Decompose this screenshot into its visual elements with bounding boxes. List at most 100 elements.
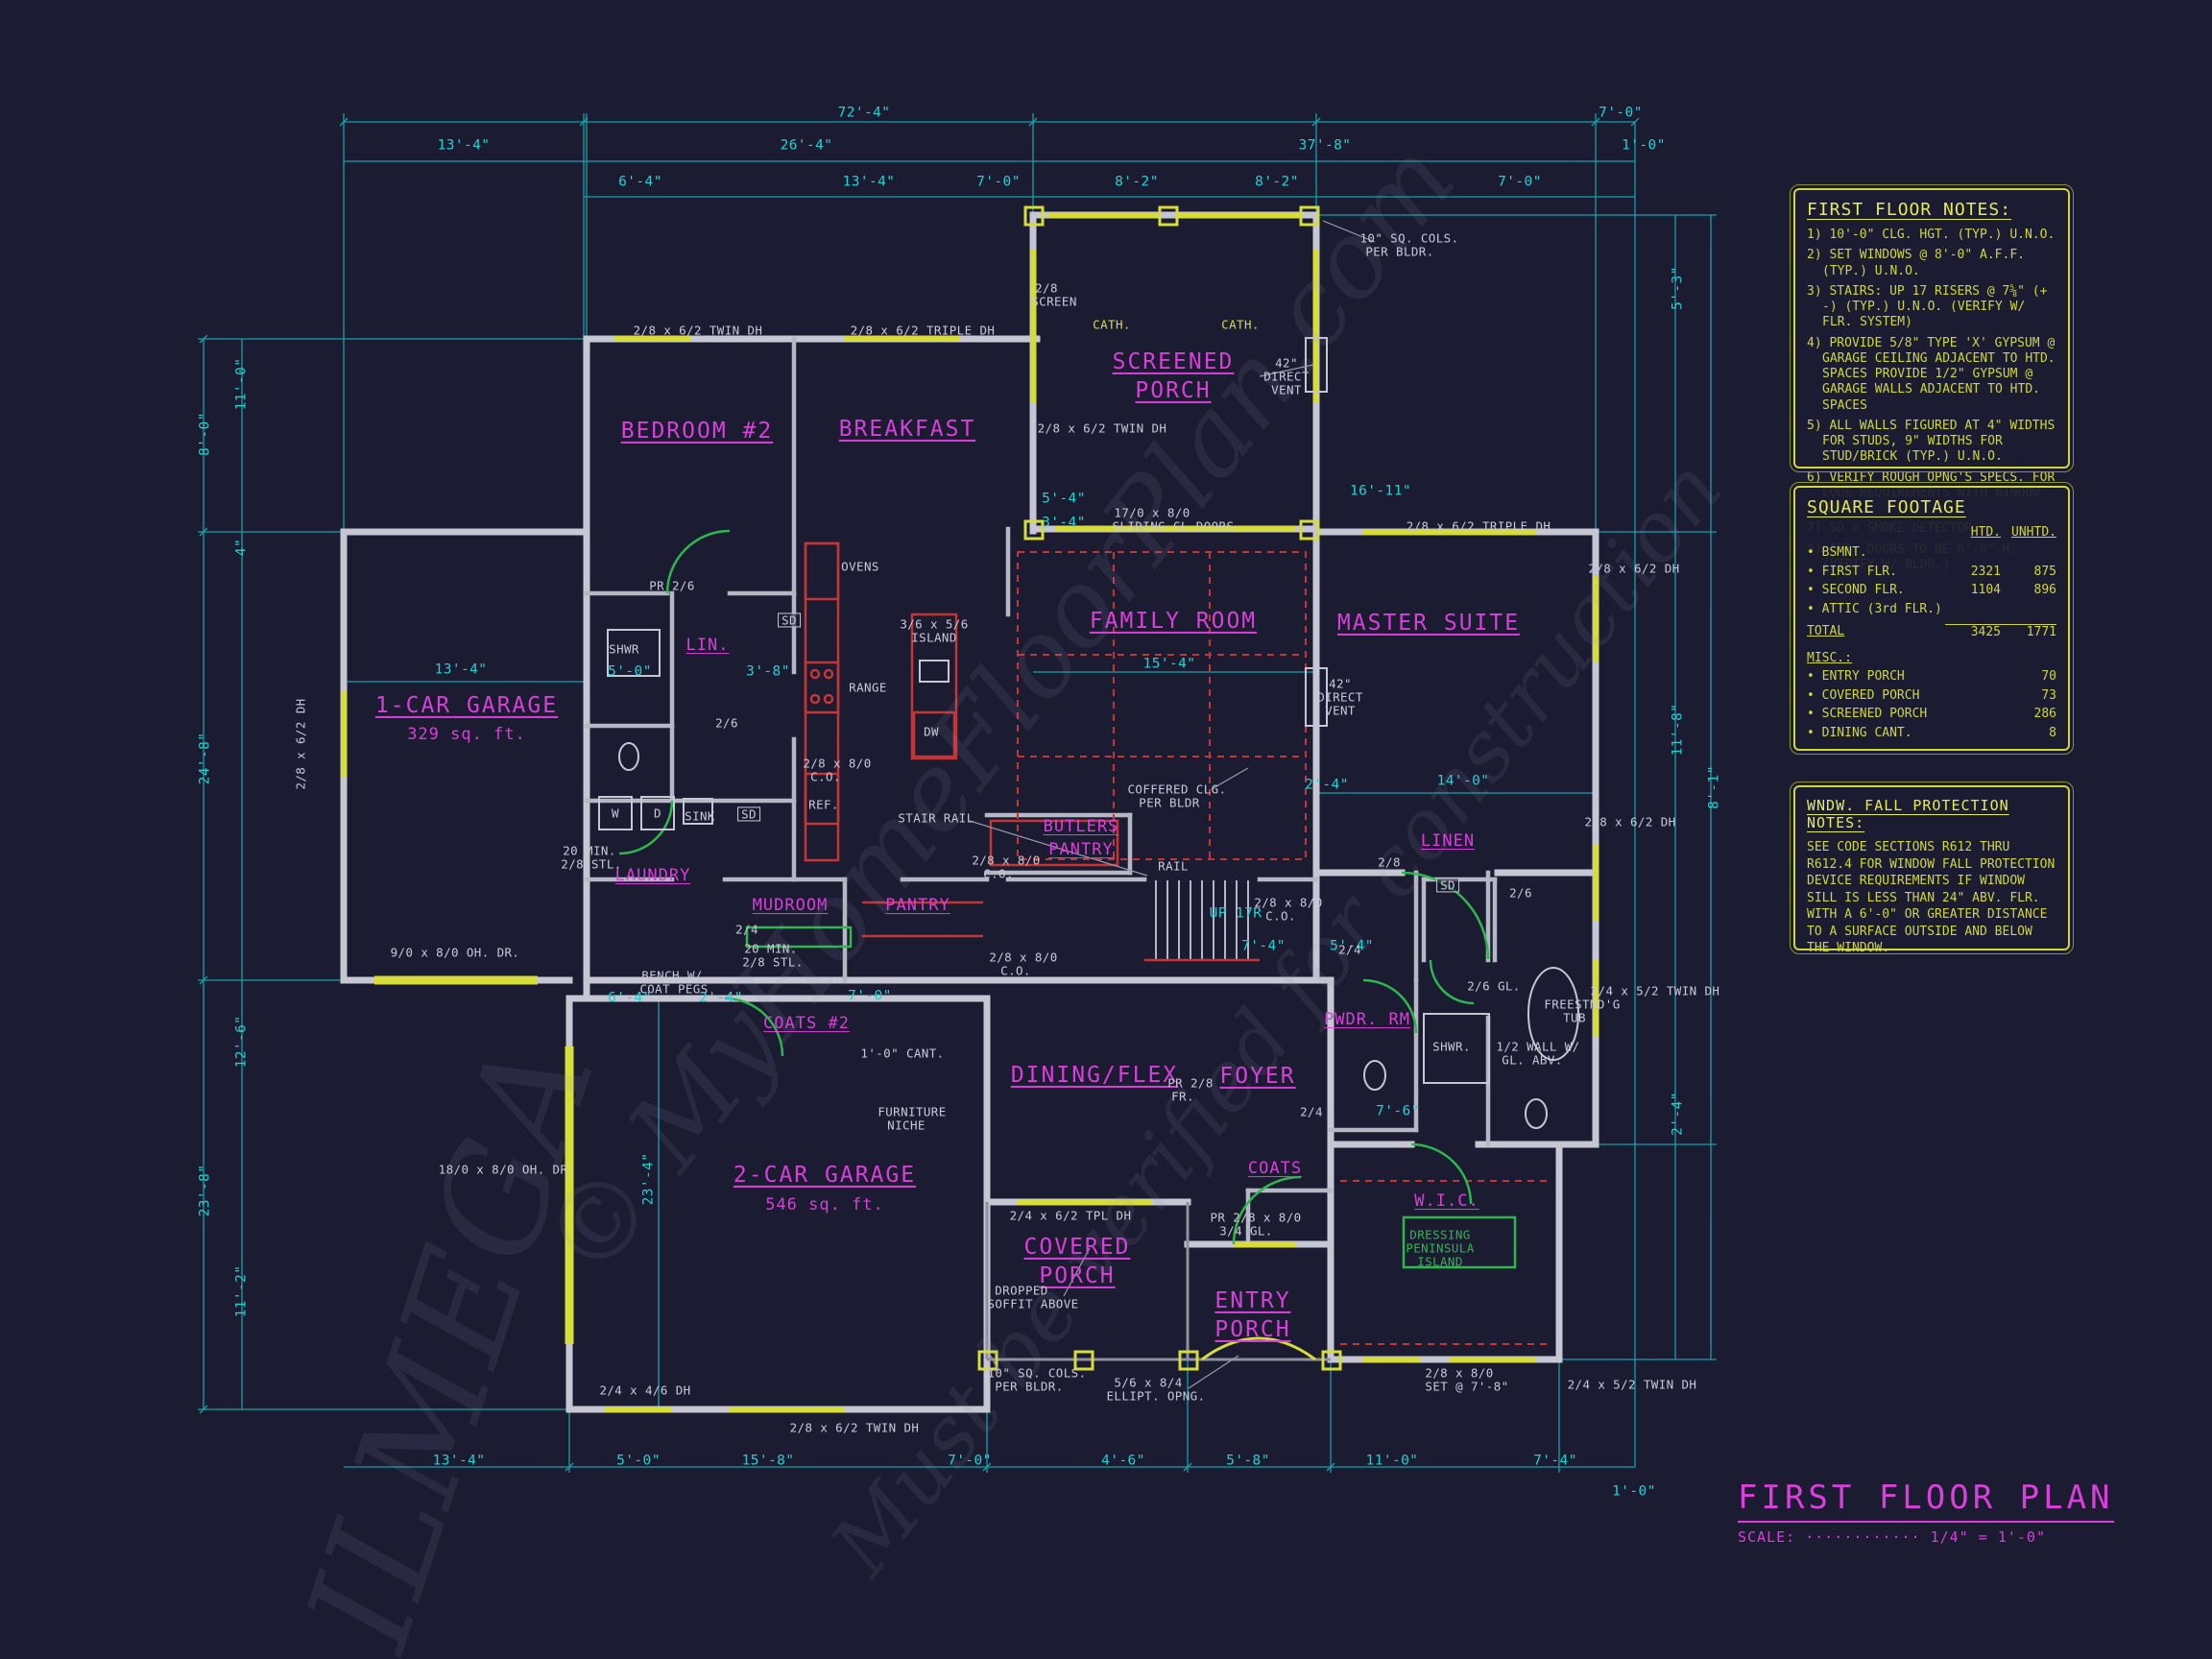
annotation-text: VENT (1271, 382, 1302, 397)
dimension-text: 11'-0" (233, 357, 250, 411)
square-footage-rows: BSMNT.FIRST FLR.2321875SECOND FLR.110489… (1807, 543, 2056, 618)
misc-row: DINING CANT.8 (1807, 724, 2056, 743)
dimension-text: 5'-0" (616, 1453, 661, 1469)
dimension-text: 5'-4" (1330, 938, 1374, 954)
note-item: 5) ALL WALLS FIGURED AT 4" WIDTHS FOR ST… (1807, 418, 2056, 465)
annotation-text: 2/8 (1378, 854, 1401, 870)
room-label: ENTRY (1214, 1287, 1291, 1313)
total-htd: 3425 (1945, 624, 2001, 639)
annotation-text: 2/8 x 6/2 DH (1588, 561, 1680, 576)
annotation-text: OVENS (841, 559, 879, 574)
annotation-text: C.O. (983, 866, 1014, 881)
annotation-green: PENINSULA (1406, 1240, 1475, 1256)
dimension-text: 13'-4" (842, 174, 896, 190)
sf-row-htd (1945, 543, 2001, 563)
annotation-text: 18/0 x 8/0 OH. DR. (438, 1162, 576, 1177)
dimension-text: 2'-4" (1670, 1092, 1686, 1136)
annotation-text: 10" SQ. COLS. (987, 1365, 1087, 1381)
annotation-text: 2/4 (1300, 1104, 1323, 1119)
room-label: PANTRY (1048, 840, 1114, 860)
room-label: FOYER (1219, 1063, 1296, 1089)
annotation-text: 20 MIN. (563, 843, 616, 858)
misc-row-label: ENTRY PORCH (1807, 667, 2001, 686)
annotation-text: SET @ 7'-8" (1425, 1379, 1509, 1394)
annotation-yellow: CATH. (1093, 317, 1131, 332)
annotation-text: 5/6 x 8/4 (1114, 1375, 1183, 1390)
dimension-text: 2'-4" (699, 990, 743, 1006)
annotation-text: 2/8 x 8/0 (803, 756, 872, 771)
room-label: DINING/FLEX (1010, 1062, 1179, 1088)
annotation-text: 17/0 x 8/0 (1114, 505, 1190, 520)
annotation-text: 2/8 (1035, 280, 1058, 296)
sf-row-label: FIRST FLR. (1807, 563, 1945, 582)
misc-row-label: SCREENED PORCH (1807, 705, 2001, 724)
misc-row-value: 286 (2033, 707, 2056, 721)
total-label: TOTAL (1807, 624, 1845, 638)
square-footage-title: SQUARE FOOTAGE (1807, 497, 1966, 517)
annotation-text: VENT (1325, 703, 1356, 718)
dimension-text: 24'-8" (197, 732, 213, 785)
annotation-text: FR. (1171, 1089, 1194, 1104)
dimension-text: 13'-4" (432, 1453, 486, 1469)
dimension-text: 13'-4" (434, 661, 488, 678)
dimension-text: 11'-2" (233, 1264, 250, 1318)
annotation-text: 2/8 x 8/0 (989, 950, 1058, 965)
room-label: PANTRY (885, 896, 950, 916)
annotation-text: PR 2/8 x 8/0 (1210, 1210, 1302, 1225)
annotation-text: STAIR RAIL (898, 810, 974, 826)
title-block: FIRST FLOOR PLAN SCALE: ············ 1/4… (1738, 1479, 2114, 1546)
annotation-text: 2/8 STL. (742, 954, 804, 970)
dimension-text: 8'-1" (1706, 765, 1722, 809)
sf-row-unhtd (2001, 600, 2056, 619)
dimension-text: 37'-8" (1298, 137, 1352, 154)
room-label: 546 sq. ft. (765, 1195, 884, 1215)
dimension-text: 11'-0" (1365, 1453, 1419, 1469)
annotation-text: SLIDING GL.DOORS (1112, 518, 1235, 534)
dimension-text: 26'-4" (780, 137, 833, 154)
dimension-text: 3'-8" (746, 663, 790, 680)
note-item: 1) 10'-0" CLG. HGT. (TYP.) U.N.O. (1807, 228, 2056, 242)
room-label: 1-CAR GARAGE (374, 692, 559, 718)
annotation-text: 3/4 GL. (1219, 1223, 1273, 1238)
misc-title: MISC.: (1807, 651, 1852, 665)
room-label: 329 sq. ft. (407, 725, 526, 745)
annotation-text: DW (924, 724, 939, 739)
annotation-text: 2/4 x 6/2 TPL DH (1009, 1208, 1132, 1223)
dimension-text: 7'-0" (1599, 105, 1643, 121)
dimension-text: 1'-0" (1612, 1483, 1656, 1500)
note-item: 3) STAIRS: UP 17 RISERS @ 7⅝" (+ -) (TYP… (1807, 283, 2048, 330)
dimension-text: UP 17R (1209, 905, 1262, 922)
leader-lines-layer (969, 220, 1376, 1389)
room-label: LIN. (685, 636, 730, 656)
dimension-text: 7'-6" (1376, 1103, 1420, 1119)
plumbing-fixtures-layer (598, 337, 1579, 1129)
annotation-text: 2/8 x 6/2 DH (293, 698, 308, 790)
annotation-text: DIRECT (1317, 689, 1363, 705)
room-label: COVERED (1023, 1234, 1131, 1260)
sf-row-label: BSMNT. (1807, 543, 1945, 563)
dimension-text: 23'-8" (197, 1164, 213, 1217)
dimension-text: 5'-3" (1670, 266, 1686, 310)
room-label: MUDROOM (752, 896, 829, 916)
dimension-text: 12'-6" (233, 1015, 250, 1069)
room-label: PWDR. RM (1324, 1010, 1410, 1030)
first-floor-notes-box: FIRST FLOOR NOTES: 1) 10'-0" CLG. HGT. (… (1790, 184, 2074, 572)
annotation-text: SOFFIT ABOVE (987, 1296, 1079, 1311)
dimension-text: 6'-4" (608, 990, 652, 1006)
annotation-text: FREESTND'G (1544, 997, 1621, 1012)
dimension-text: 7'-0" (976, 174, 1021, 190)
square-footage-headers: HTD. UNHTD. (1807, 525, 2056, 540)
notes-list: 1) 10'-0" CLG. HGT. (TYP.) U.N.O. 2) SET … (1807, 228, 2056, 573)
annotation-text: 1'-0" CANT. (860, 1046, 945, 1061)
sf-row-unhtd: 896 (2033, 583, 2056, 597)
annotation-text: SCREEN (1031, 294, 1077, 309)
annotation-text: REF. (808, 797, 839, 812)
dimension-lines-layer (198, 113, 1717, 1473)
dimension-text: 1'-0" (1622, 137, 1666, 154)
dimension-text: 6'-4" (618, 174, 662, 190)
note-item: 2) SET WINDOWS @ 8'-0" A.F.F. (TYP.) U.N… (1807, 248, 2025, 278)
